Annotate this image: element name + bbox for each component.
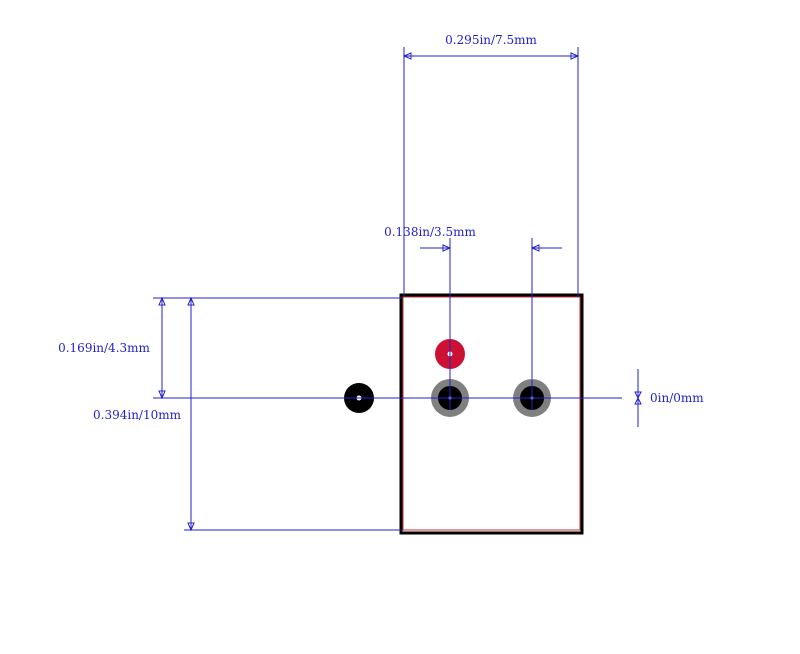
zero-arrowhead-bottom — [634, 396, 642, 405]
dimension-label-zero: 0in/0mm — [650, 391, 704, 405]
dimension-label-width: 0.295in/7.5mm — [445, 33, 537, 47]
pitch-arrowhead-left — [442, 244, 452, 252]
dimension-pitch: 0.138in/3.5mm — [384, 225, 562, 398]
arrowhead-left — [402, 52, 412, 60]
offset-arrowhead-top — [158, 296, 166, 306]
height-arrowhead-bottom — [187, 522, 195, 532]
pads — [344, 339, 551, 417]
pitch-arrowhead-right — [530, 244, 540, 252]
component-body — [399, 293, 584, 535]
body-outline — [399, 293, 584, 535]
overlay-lines — [344, 340, 622, 410]
height-arrowhead-top — [187, 296, 195, 306]
dimension-zero: 0in/0mm — [634, 369, 704, 427]
dimension-label-offset: 0.169in/4.3mm — [58, 341, 150, 355]
dimension-width: 0.295in/7.5mm — [402, 33, 580, 296]
offset-arrowhead-bottom — [158, 390, 166, 400]
dimension-label-height: 0.394in/10mm — [93, 408, 182, 422]
arrowhead-right — [570, 52, 580, 60]
courtyard-outline — [402, 296, 581, 531]
dimension-label-pitch: 0.138in/3.5mm — [384, 225, 476, 239]
zero-arrowhead-top — [634, 391, 642, 400]
